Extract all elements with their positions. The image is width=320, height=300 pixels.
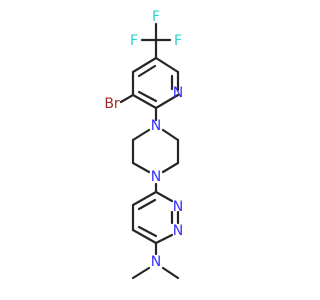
bond-pdz-c5-c6 bbox=[131, 190, 158, 207]
atom-f-top: F bbox=[152, 9, 160, 25]
atom-n-amine: N bbox=[151, 254, 161, 270]
bond-pyr-c5-c6 bbox=[154, 56, 180, 74]
bond-pyr-inner-1 bbox=[137, 64, 157, 78]
bond-pyr-n1-c2 bbox=[154, 93, 180, 110]
molecule-diagram: F F F Br N N N N N N bbox=[104, 9, 183, 280]
atom-n-pyridazine-1: N bbox=[173, 199, 183, 215]
bond-pdz-inner-3 bbox=[137, 225, 158, 238]
atom-n-piperazine-bottom: N bbox=[151, 169, 161, 185]
bond-pdz-c3-c4 bbox=[131, 228, 158, 245]
bond-pip-3 bbox=[161, 161, 180, 174]
bond-pdz-n2-c3 bbox=[154, 233, 174, 245]
atom-n-pyridazine-2: N bbox=[173, 223, 183, 239]
bond-namine-me-left bbox=[131, 266, 151, 280]
bond-pyr-c2-c3 bbox=[131, 93, 158, 110]
bond-pdz-c6-n1 bbox=[154, 190, 174, 203]
atom-br: Br bbox=[104, 96, 120, 112]
atom-f-left: F bbox=[130, 33, 138, 49]
bond-pyr-c4-c5 bbox=[131, 56, 158, 74]
atom-f-right: F bbox=[174, 33, 182, 49]
bond-pip-1 bbox=[161, 128, 180, 142]
atom-labels: F F F Br N N N N N N bbox=[104, 9, 183, 270]
atom-n-pyridine: N bbox=[173, 85, 183, 101]
structure-canvas: F F F Br N N N N N N bbox=[104, 9, 183, 280]
bonds bbox=[119, 22, 180, 280]
bond-namine-me-right bbox=[161, 266, 180, 280]
bond-c3-br bbox=[119, 93, 135, 104]
bond-pyr-inner-3 bbox=[137, 90, 158, 103]
bond-pdz-inner-1 bbox=[137, 198, 157, 211]
atom-n-piperazine-top: N bbox=[151, 118, 161, 134]
bond-pip-6 bbox=[131, 128, 151, 142]
bond-pip-4 bbox=[131, 161, 151, 174]
